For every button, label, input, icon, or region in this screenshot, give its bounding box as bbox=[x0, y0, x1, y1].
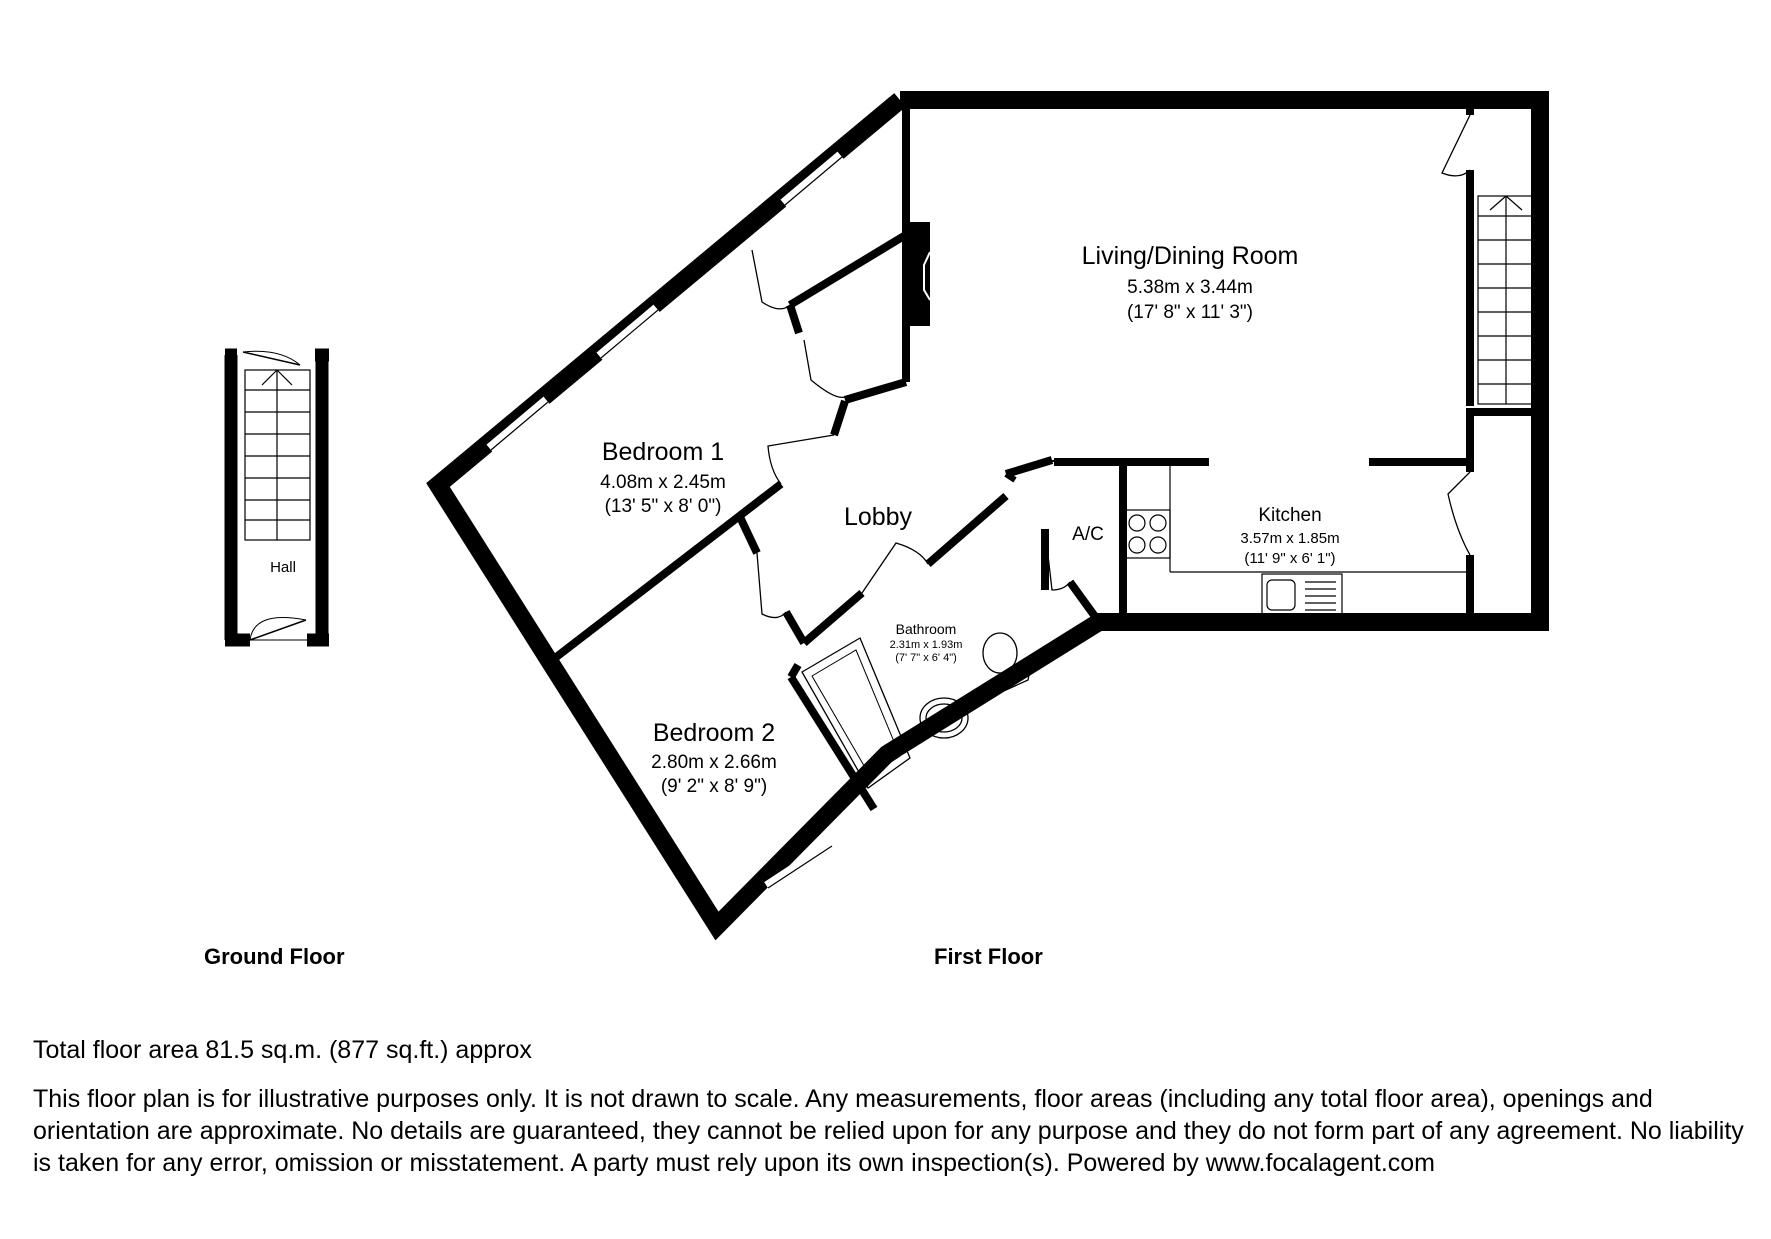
windows bbox=[486, 151, 847, 894]
ground-floor-label: Ground Floor bbox=[204, 944, 345, 969]
disclaimer-text: This floor plan is for illustrative purp… bbox=[33, 1085, 1744, 1177]
interior-walls bbox=[552, 108, 1532, 812]
first-floor-label: First Floor bbox=[934, 944, 1043, 969]
basin-icon bbox=[917, 697, 969, 743]
exterior-walls bbox=[426, 91, 1549, 941]
ground-staircase bbox=[244, 369, 311, 541]
bedroom1-metric: 4.08m x 2.45m bbox=[600, 472, 726, 493]
first-floor-plan: Living/Dining Room 5.38m x 3.44m (17' 8"… bbox=[426, 91, 1549, 941]
bathroom-imperial: (7' 7" x 6' 4") bbox=[895, 652, 957, 664]
first-floor-staircase bbox=[1477, 195, 1535, 405]
ac-name: A/C bbox=[1072, 524, 1104, 545]
toilet-icon bbox=[982, 632, 1033, 692]
total-floor-area: Total floor area 81.5 sq.m. (877 sq.ft.)… bbox=[33, 1036, 532, 1064]
room-labels: Living/Dining Room 5.38m x 3.44m (17' 8"… bbox=[600, 242, 1339, 797]
kitchen-imperial: (11' 9" x 6' 1") bbox=[1244, 550, 1335, 567]
bathroom-fittings bbox=[801, 632, 1033, 789]
bedroom2-imperial: (9' 2" x 8' 9") bbox=[661, 776, 767, 797]
living-room-imperial: (17' 8" x 11' 3") bbox=[1127, 302, 1253, 323]
living-room-name: Living/Dining Room bbox=[1082, 242, 1299, 270]
bedroom2-metric: 2.80m x 2.66m bbox=[651, 752, 777, 773]
bath-icon bbox=[801, 637, 911, 789]
bedroom2-name: Bedroom 2 bbox=[653, 719, 775, 747]
lobby-name: Lobby bbox=[844, 503, 913, 531]
hob-icon bbox=[1125, 509, 1171, 559]
kitchen-fittings bbox=[1125, 462, 1466, 617]
hall-label: Hall bbox=[270, 559, 296, 576]
kitchen-name: Kitchen bbox=[1258, 505, 1321, 526]
bedroom1-imperial: (13' 5" x 8' 0") bbox=[605, 496, 722, 517]
bathroom-name: Bathroom bbox=[896, 621, 957, 637]
kitchen-metric: 3.57m x 1.85m bbox=[1240, 530, 1339, 547]
bathroom-metric: 2.31m x 1.93m bbox=[890, 639, 963, 651]
door-swings bbox=[751, 114, 1471, 619]
sink-icon bbox=[1261, 573, 1343, 617]
ground-floor-plan: Hall bbox=[224, 348, 329, 647]
living-room-metric: 5.38m x 3.44m bbox=[1127, 277, 1253, 298]
bedroom1-name: Bedroom 1 bbox=[602, 438, 724, 466]
